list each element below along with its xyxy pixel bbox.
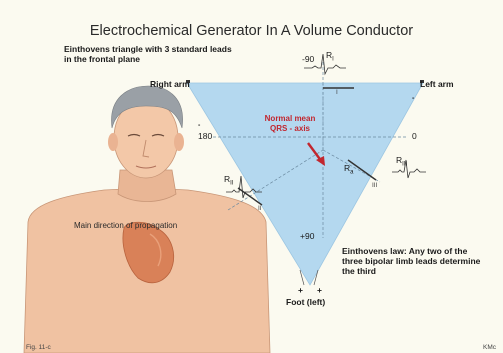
angle-top-label: -90 xyxy=(302,54,314,64)
einthoven-law-line2: three bipolar limb leads determine xyxy=(342,256,480,266)
angle-right-label: 0 xyxy=(412,131,417,141)
foot-label: Foot (left) xyxy=(286,297,325,307)
lead-r2-label: RII xyxy=(224,174,233,187)
einthoven-law: Einthovens law: Any two of the three bip… xyxy=(342,246,480,276)
lead-ra-label: Ra xyxy=(344,163,353,176)
left-ear xyxy=(108,133,118,151)
figure-number: Fig. 11-c xyxy=(26,344,51,351)
foot-plus-left: + xyxy=(298,285,303,295)
roman-i-label: I xyxy=(336,89,338,96)
einthoven-law-line3: the third xyxy=(342,266,480,276)
foot-plus-right: + xyxy=(317,285,322,295)
lead-r1-sub: I xyxy=(332,57,334,63)
angle-bottom-label: +90 xyxy=(300,231,314,241)
credit-label: KMc xyxy=(483,344,496,351)
roman-ii-label: II xyxy=(258,205,262,212)
roman-iii-label: III xyxy=(372,182,377,189)
right-ear xyxy=(174,133,184,151)
right-arm-label: Right arm xyxy=(150,79,190,89)
mean-qrs-axis-line2: QRS - axis xyxy=(250,124,330,134)
left-arm-label: Left arm xyxy=(420,79,454,89)
lead-r1-label: RI xyxy=(326,50,334,63)
mean-qrs-axis-label: Normal mean QRS - axis xyxy=(250,114,330,134)
angle-left-label: 180 xyxy=(198,131,212,141)
left-arm-minus: - xyxy=(412,95,414,102)
lead-ra-sub: a xyxy=(350,170,353,176)
mean-qrs-axis-line1: Normal mean xyxy=(250,114,330,124)
lead-r3-label: RIII xyxy=(396,155,407,168)
einthoven-law-line1: Einthovens law: Any two of the xyxy=(342,246,480,256)
right-arm-minus: - xyxy=(198,122,200,129)
lead-r2-sub: II xyxy=(230,181,233,187)
lead-r3-sub: III xyxy=(402,162,407,168)
propagation-label: Main direction of propagation xyxy=(74,221,177,230)
